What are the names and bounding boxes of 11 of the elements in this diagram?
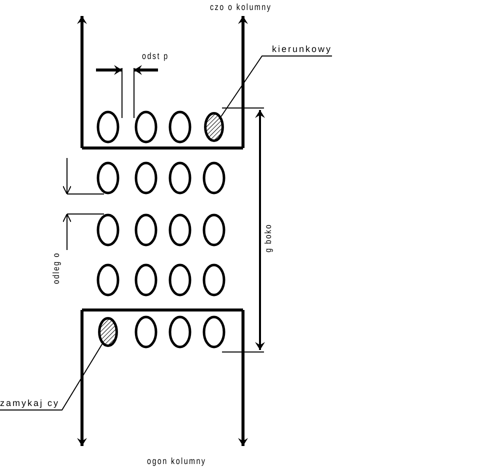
hatched-ellipse: [98, 317, 118, 347]
hatched-ellipse: [204, 112, 224, 142]
column-label: ogon kolumny: [147, 456, 206, 466]
leader-line: [220, 56, 332, 117]
leader-line: [0, 344, 103, 410]
callout-label: zamykaj cy: [0, 398, 60, 408]
dimension-label: odleg o: [51, 252, 62, 284]
dimension-label: odst p: [142, 51, 169, 61]
callout-label: kierunkowy: [272, 44, 332, 54]
dimension-label: g boko: [263, 224, 274, 252]
column-label: czo o kolumny: [210, 2, 272, 12]
